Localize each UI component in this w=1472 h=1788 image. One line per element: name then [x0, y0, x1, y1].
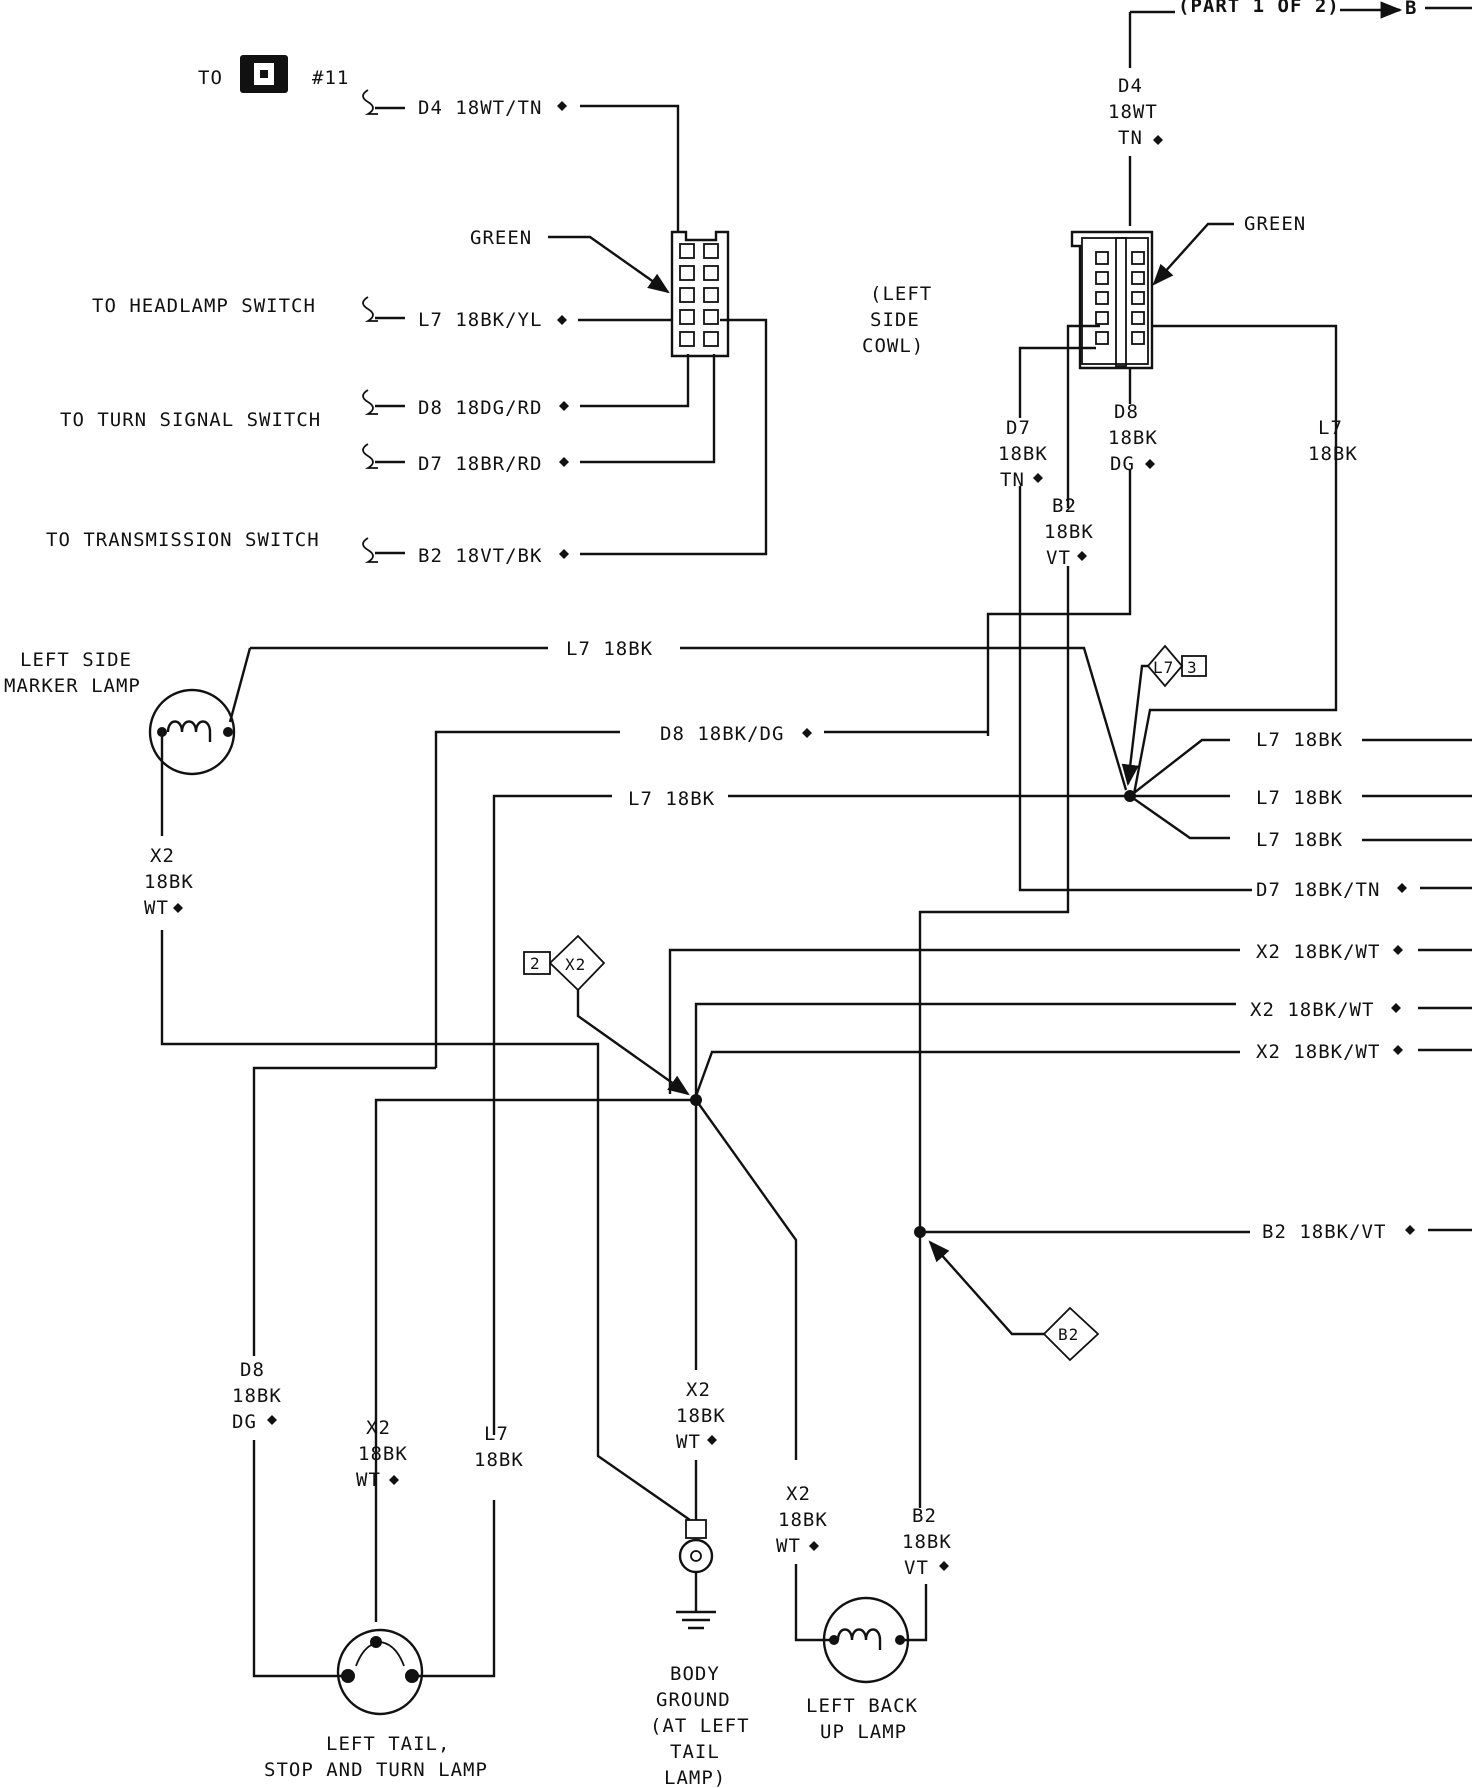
b2-backup-2: 18BK	[902, 1531, 952, 1553]
l7-tail-1: L7	[484, 1423, 509, 1445]
ground-label-2: GROUND	[656, 1689, 731, 1711]
turn-signal-switch-label: TO TURN SIGNAL SWITCH	[60, 409, 321, 431]
tail-lamp-label-2: STOP AND TURN LAMP	[264, 1759, 488, 1781]
transmission-b2-label: B2 18VT/BK	[418, 545, 542, 567]
right-wire-1: L7 18BK	[1256, 729, 1343, 751]
x2-tail-3: WT	[356, 1469, 381, 1491]
right-wire-2: L7 18BK	[1256, 787, 1343, 809]
green-connector-left	[670, 230, 730, 358]
x2-ground-1: X2	[686, 1379, 711, 1401]
cowl-d8-2: 18BK	[1108, 427, 1158, 449]
cowl-d4-2: 18WT	[1108, 101, 1158, 123]
right-wire-6: X2 18BK/WT	[1250, 999, 1374, 1021]
backup-lamp-label-1: LEFT BACK	[806, 1695, 918, 1717]
body-ground: X2 18BK WT BODY GROUND (AT LEFT TAIL LAM…	[650, 1379, 750, 1788]
x2-splice-group: 2 X2	[374, 934, 798, 1622]
tail-lamp-label-1: LEFT TAIL,	[326, 1733, 450, 1755]
ground-label-1: BODY	[670, 1663, 720, 1685]
b2-splice-group: B2	[914, 1226, 1250, 1508]
cowl-location-3: COWL)	[862, 335, 924, 357]
x2-backup-3: WT	[776, 1535, 801, 1557]
green-connector-cowl	[1070, 230, 1154, 370]
right-wire-4: D7 18BK/TN	[1256, 879, 1380, 901]
turn-signal-d8-label: D8 18DG/RD	[418, 397, 542, 419]
x2-ground-3: WT	[676, 1431, 701, 1453]
cowl-connector-group: (LEFT SIDE COWL) D4 18WT TN GREEN	[862, 75, 1358, 1234]
headlamp-switch-wire-label: L7 18BK/YL	[418, 309, 542, 331]
l7-splice-num: 3	[1187, 658, 1198, 677]
left-back-up-lamp: X2 18BK WT B2 18BK VT LEFT BACK UP LAMP	[776, 1483, 952, 1743]
right-wire-7: X2 18BK/WT	[1256, 1041, 1380, 1063]
cowl-d8-3: DG	[1110, 453, 1135, 475]
headlamp-switch-label: TO HEADLAMP SWITCH	[92, 295, 316, 317]
green-label-left: GREEN	[470, 227, 532, 249]
x2-ground-2: 18BK	[676, 1405, 726, 1427]
l7-splice-id: L7	[1153, 658, 1174, 677]
d8-mid-wire-label: D8 18BK/DG	[660, 723, 784, 745]
ground-label-3: (AT LEFT	[650, 1715, 750, 1737]
x2-splice-num: 2	[530, 954, 541, 973]
part-header: (PART 1 OF 2) B	[1128, 0, 1472, 68]
b2-backup-3: VT	[904, 1557, 929, 1579]
x2-left-2: 18BK	[144, 871, 194, 893]
cowl-d7-1: D7	[1006, 417, 1031, 439]
x2-left-3: WT	[144, 897, 169, 919]
l7-mid-wire-label: L7 18BK	[628, 788, 715, 810]
marker-lamp-label-1: LEFT SIDE	[20, 649, 132, 671]
cowl-location-1: (LEFT	[870, 283, 932, 305]
x2-backup-1: X2	[786, 1483, 811, 1505]
cowl-d4-3: TN	[1118, 127, 1143, 149]
x2-splice-id-diamond	[548, 934, 606, 992]
b2-splice-id: B2	[1058, 1325, 1079, 1344]
ground-label-5: LAMP)	[664, 1767, 726, 1788]
cowl-b2-1: B2	[1052, 495, 1077, 517]
cowl-location-2: SIDE	[870, 309, 920, 331]
green-label-cowl: GREEN	[1244, 213, 1306, 235]
left-tail-lamp: D8 18BK DG X2 18BK WT L7 18BK LEFT TAIL,…	[232, 1066, 524, 1781]
left-side-marker-lamp: LEFT SIDE MARKER LAMP X2 18BK WT	[4, 649, 691, 1521]
cowl-l7-2: 18BK	[1308, 443, 1358, 465]
d8-low-2: 18BK	[232, 1385, 282, 1407]
cowl-l7-1: L7	[1318, 417, 1343, 439]
top-left-connector-group: TO #11 D4 18WT/TN L7 18BK/YL TO HEADLAMP…	[46, 55, 768, 567]
cowl-b2-2: 18BK	[1044, 521, 1094, 543]
l7-top-wire-label: L7 18BK	[566, 638, 653, 660]
right-wire-8: B2 18BK/VT	[1262, 1221, 1386, 1243]
b2-backup-1: B2	[912, 1505, 937, 1527]
cowl-d4-1: D4	[1118, 75, 1143, 97]
x2-left-1: X2	[150, 845, 175, 867]
cowl-d7-3: TN	[1000, 469, 1025, 491]
right-wire-3: L7 18BK	[1256, 829, 1343, 851]
d8-low-3: DG	[232, 1411, 257, 1433]
x2-tail-1: X2	[366, 1417, 391, 1439]
marker-lamp-label-2: MARKER LAMP	[4, 675, 141, 697]
l7-tail-2: 18BK	[474, 1449, 524, 1471]
arrow-target-label: B	[1405, 0, 1417, 19]
transmission-switch-label: TO TRANSMISSION SWITCH	[46, 529, 320, 551]
l7-splice-id-diamond	[1146, 644, 1184, 688]
right-wire-5: X2 18BK/WT	[1256, 941, 1380, 963]
b2-splice-id-diamond	[1042, 1306, 1100, 1362]
cowl-b2-3: VT	[1046, 547, 1071, 569]
cowl-d8-1: D8	[1114, 401, 1139, 423]
to-label: TO	[198, 67, 223, 89]
right-outputs: L7 18BK L7 18BK L7 18BK D7 18BK/TN X2 18…	[1250, 729, 1472, 1243]
x2-backup-2: 18BK	[778, 1509, 828, 1531]
wire-d4-label: D4 18WT/TN	[418, 97, 542, 119]
x2-tail-2: 18BK	[358, 1443, 408, 1465]
ground-label-4: TAIL	[670, 1741, 720, 1763]
cowl-d7-2: 18BK	[998, 443, 1048, 465]
x2-splice-id: X2	[565, 955, 586, 974]
turn-signal-d7-label: D7 18BR/RD	[418, 453, 542, 475]
d8-low-1: D8	[240, 1359, 265, 1381]
l7-splice-group: L7 18BK L7 3	[228, 638, 1230, 840]
part-label: (PART 1 OF 2)	[1178, 0, 1340, 17]
backup-lamp-label-2: UP LAMP	[820, 1721, 907, 1743]
connector-ref-number: #11	[312, 67, 349, 89]
